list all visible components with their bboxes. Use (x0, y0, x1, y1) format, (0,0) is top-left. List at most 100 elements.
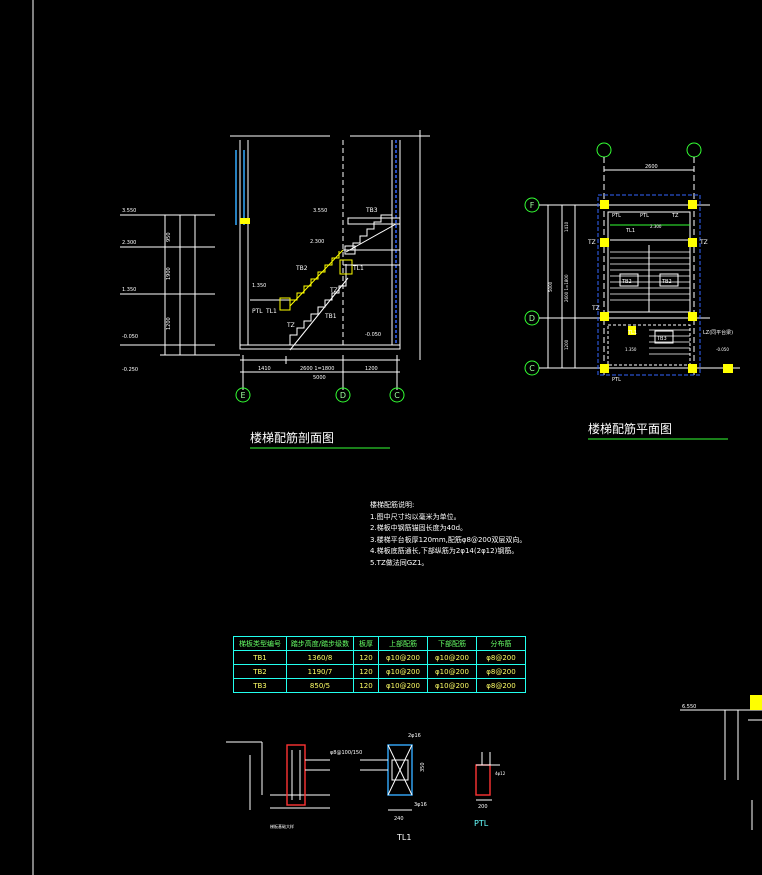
table-cell: 1190/7 (286, 664, 354, 679)
ptl-detail-label: PTL (474, 819, 489, 828)
table-cell: φ8@200 (476, 678, 526, 693)
section-label-ptl: PTL (252, 308, 263, 315)
plan-label-tz-3: TZ (591, 305, 600, 312)
table-header-cell: 踏步高度/踏步级数 (286, 636, 354, 651)
section-label-tl1-upper: TL1 (352, 265, 364, 272)
plan-row-d: D (529, 314, 535, 323)
stair-notes: 楼梯配筋说明: 1.图中尺寸均以毫米为单位。 2.梯板中钢筋锚固长度为40d。 … (370, 500, 610, 569)
table-header-cell: 梯板类型编号 (233, 636, 287, 651)
section-elev-4: -0.050 (122, 334, 138, 340)
stair-rebar-table: 梯板类型编号 踏步高度/踏步级数 板厚 上部配筋 下部配筋 分布筋 TB1 13… (233, 636, 526, 693)
plan-row-c: C (529, 364, 535, 373)
plan-label-ptl-1: PTL (612, 213, 621, 219)
section-dim-total: 5000 (313, 375, 326, 381)
tl1-top-bars: 2φ16 (408, 733, 421, 739)
plan-label-tb2-1: TB2 (621, 279, 632, 285)
section-elev-right-2: 2.300 (310, 239, 324, 245)
section-elev-right-1: 3.550 (313, 208, 327, 214)
section-dim-left-2: 1900 (166, 267, 172, 280)
axis-label-c: C (394, 391, 400, 400)
tl1-detail-label: TL1 (396, 833, 411, 842)
axis-label-d: D (340, 391, 346, 400)
plan-row-f: F (530, 201, 535, 210)
plan-label-tl1-top: TL1 (625, 228, 635, 234)
plan-label-tl1-bottom: TL1 (627, 330, 637, 336)
table-row: TB2 1190/7 120 φ10@200 φ10@200 φ8@200 (233, 664, 526, 679)
note-item-1: 1.图中尺寸均以毫米为单位。 (370, 512, 461, 521)
table-row: TB3 850/5 120 φ10@200 φ10@200 φ8@200 (233, 678, 526, 693)
plan-left-dim-2: 2600 1=1800 (564, 274, 569, 302)
plan-label-tz-1: TZ (587, 239, 596, 246)
stair-section-drawing: E D C 3.550 2.300 1.350 -0.050 -0.250 3.… (120, 130, 430, 403)
section-label-tb2: TB2 (295, 265, 308, 272)
note-item-3: 3.楼梯平台板厚120mm,配筋φ8@200双层双向。 (370, 535, 527, 544)
foundation-caption: 梯板基础大样 (270, 823, 294, 829)
section-elev-right-3: 1.350 (252, 283, 266, 289)
table-cell: φ10@200 (378, 650, 428, 665)
plan-elev-2: 1.350 (625, 347, 637, 352)
table-cell: φ10@200 (427, 650, 477, 665)
table-cell: 1360/8 (286, 650, 354, 665)
tl1-detail: 2φ16 φ8@100/150 240 350 3φ16 TL1 (330, 733, 427, 842)
section-label-tb1: TB1 (324, 313, 337, 320)
table-cell: 120 (353, 650, 379, 665)
plan-label-tz-2: TZ (699, 239, 708, 246)
section-title: 楼梯配筋剖面图 (250, 430, 334, 445)
section-elev-3: 1.350 (122, 287, 136, 293)
axis-bubble-d (335, 387, 351, 403)
table-cell: φ10@200 (427, 678, 477, 693)
note-item-2: 2.梯板中钢筋锚固长度为40d。 (370, 524, 468, 532)
table-cell: TB1 (233, 650, 287, 665)
section-elev-2: 2.300 (122, 240, 136, 246)
tl1-height: 350 (420, 762, 426, 772)
plan-left-total: 5000 (548, 281, 553, 292)
section-dim-left-1: 950 (166, 232, 172, 242)
section-dim-2: 2600 1=1800 (300, 366, 334, 372)
table-row: TB1 1360/8 120 φ10@200 φ10@200 φ8@200 (233, 650, 526, 665)
tl1-bottom-bars: 3φ16 (414, 802, 427, 808)
axis-bubble-c (389, 387, 405, 403)
far-right-fragment: 6.550 (680, 695, 762, 830)
plan-label-tb3: TB3 (656, 336, 667, 342)
section-elev-5: -0.250 (122, 367, 138, 373)
note-item-5: 5.TZ做法同GZ1。 (370, 558, 429, 567)
tl1-stirrup: φ8@100/150 (330, 750, 362, 756)
section-elev-right-4: -0.050 (365, 332, 381, 338)
stair-plan-drawing: 2600 F D C (524, 142, 740, 383)
foundation-detail: 梯板基础大样 (226, 741, 330, 829)
table-header-row: 梯板类型编号 踏步高度/踏步级数 板厚 上部配筋 下部配筋 分布筋 (233, 636, 526, 651)
table-cell: φ10@200 (378, 678, 428, 693)
table-cell: TB2 (233, 664, 287, 679)
table-header-cell: 板厚 (353, 636, 379, 651)
table-cell: φ8@200 (476, 650, 526, 665)
section-elev-1: 3.550 (122, 208, 136, 214)
table-cell: φ10@200 (427, 664, 477, 679)
table-cell: φ8@200 (476, 664, 526, 679)
axis-bubble-e (235, 387, 251, 403)
section-dim-left-3: 1200 (166, 317, 172, 330)
section-label-tl1-lower: TL1 (265, 308, 277, 315)
section-label-tz-lower: TZ (286, 322, 295, 329)
plan-title: 楼梯配筋平面图 (588, 421, 672, 436)
table-header-cell: 上部配筋 (378, 636, 428, 651)
section-label-tz-upper: TZ (329, 287, 338, 294)
plan-elev-3: -0.050 (716, 347, 729, 352)
table-header-cell: 下部配筋 (427, 636, 477, 651)
ptl-width: 200 (478, 804, 488, 810)
ptl-top-bars: 4φ12 (495, 771, 506, 776)
plan-left-dim-3: 1200 (564, 339, 569, 350)
table-cell: 120 (353, 678, 379, 693)
section-dim-1: 1410 (258, 366, 271, 372)
table-cell: TB3 (233, 678, 287, 693)
note-item-4: 4.梯板底筋通长,下部纵筋为2φ14(2φ12)钢筋。 (370, 547, 519, 555)
section-dim-3: 1200 (365, 366, 378, 372)
plan-label-ptl-2: PTL (640, 213, 649, 219)
axis-label-e: E (240, 391, 245, 400)
table-header-cell: 分布筋 (476, 636, 526, 651)
ptl-detail: 200 4φ12 PTL (474, 752, 506, 828)
plan-label-ptl-3: PTL (612, 377, 621, 383)
table-cell: φ10@200 (378, 664, 428, 679)
table-cell: 850/5 (286, 678, 354, 693)
notes-heading: 楼梯配筋说明: (370, 501, 415, 509)
